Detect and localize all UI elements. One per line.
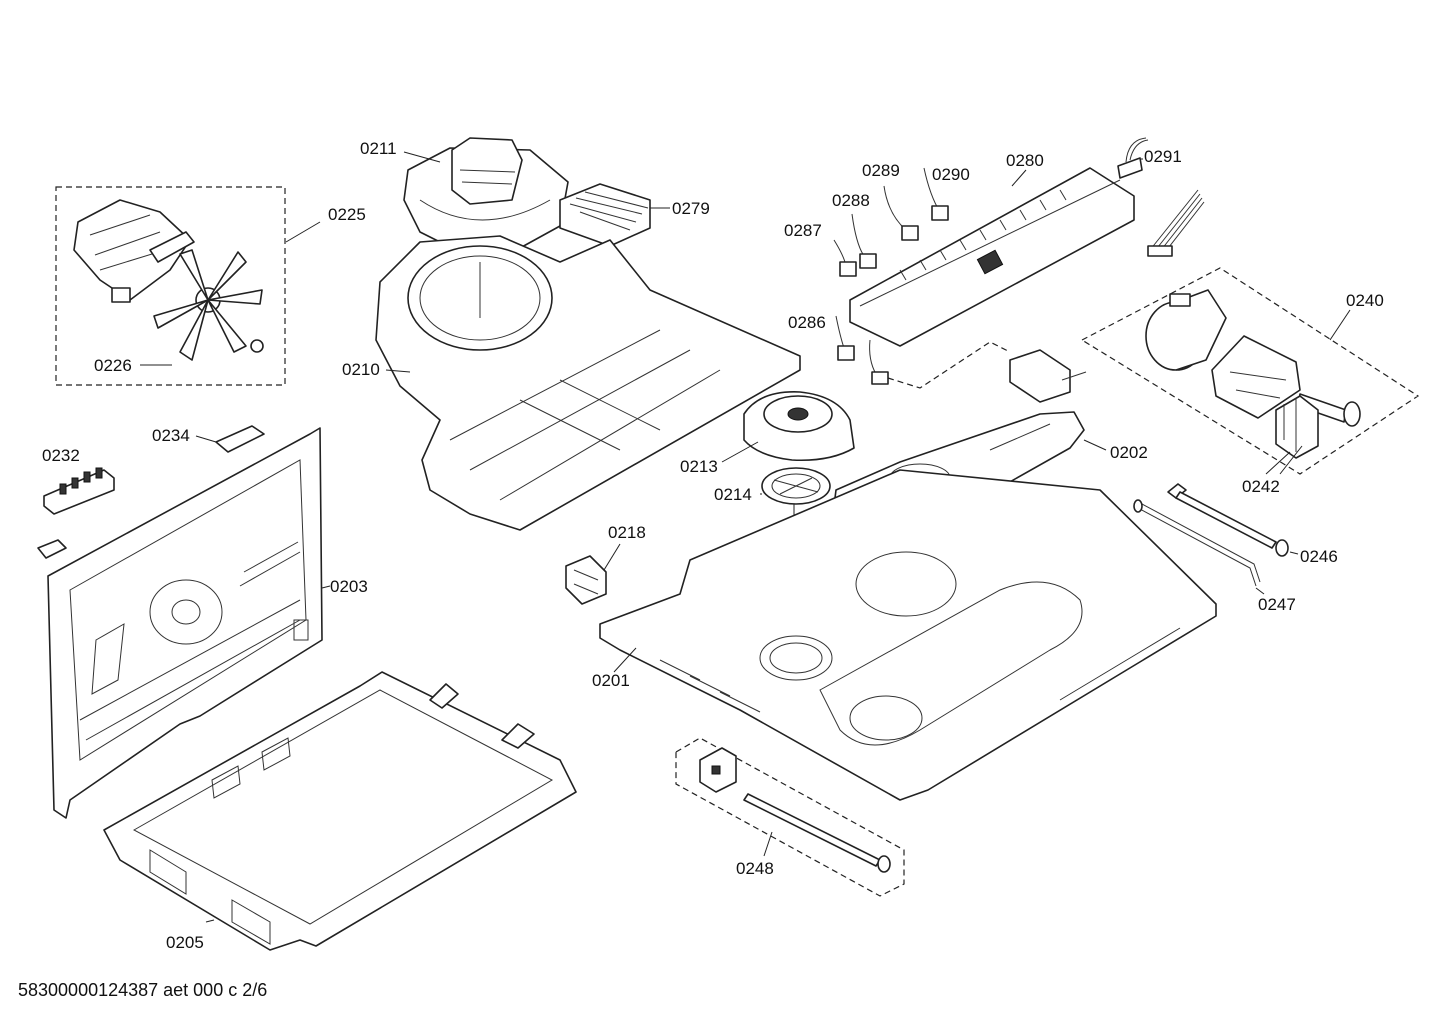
- fan-motor-assembly-group: [55, 186, 321, 386]
- back-panel-part[interactable]: [47, 427, 331, 819]
- sensor-rod-part[interactable]: [743, 793, 891, 873]
- base-plate-part[interactable]: [599, 469, 1217, 801]
- rod-0246-part[interactable]: [1167, 483, 1299, 557]
- wire-harness-part[interactable]: [1147, 189, 1205, 257]
- fan-motor-part[interactable]: [73, 199, 195, 303]
- thermostat-part[interactable]: [1211, 335, 1301, 419]
- terminal-strip-part[interactable]: [37, 467, 115, 559]
- label-0205: 0205: [166, 933, 204, 952]
- rod-0247-part[interactable]: [1133, 499, 1265, 595]
- label-0279: 0279: [672, 199, 710, 218]
- knob-shaft-part[interactable]: [1297, 393, 1361, 427]
- bottom-tray-part[interactable]: [103, 671, 577, 951]
- label-0240: 0240: [1346, 291, 1384, 310]
- label-0232: 0232: [42, 446, 80, 465]
- label-0202: 0202: [1110, 443, 1148, 462]
- sensor-bracket-group: [675, 737, 905, 897]
- label-0286: 0286: [788, 313, 826, 332]
- label-0289: 0289: [862, 161, 900, 180]
- clip-0234-part[interactable]: [195, 425, 265, 453]
- connector-0288-part[interactable]: [851, 213, 877, 269]
- harness-route-line: [887, 341, 1011, 389]
- label-0201: 0201: [592, 671, 630, 690]
- label-0242: 0242: [1242, 477, 1280, 496]
- connector-0290-part[interactable]: [923, 167, 949, 221]
- label-0211: 0211: [360, 139, 397, 158]
- label-0214: 0214: [714, 485, 752, 504]
- fan-wheel-housing-part[interactable]: [721, 391, 855, 463]
- air-duct-frame-part[interactable]: [375, 235, 801, 531]
- label-0210: 0210: [342, 360, 380, 379]
- sensor-bracket-part[interactable]: [699, 747, 737, 793]
- label-0225: 0225: [328, 205, 366, 224]
- label-0234: 0234: [152, 426, 190, 445]
- label-0226: 0226: [94, 356, 132, 375]
- switch-part[interactable]: [1009, 349, 1087, 403]
- connector-0289-part[interactable]: [883, 185, 919, 241]
- label-0280: 0280: [1006, 151, 1044, 170]
- label-0288: 0288: [832, 191, 870, 210]
- label-0287: 0287: [784, 221, 822, 240]
- label-0291: 0291: [1144, 147, 1182, 166]
- label-0247: 0247: [1258, 595, 1296, 614]
- relay-0242-part[interactable]: [1275, 395, 1319, 459]
- bracket-0218-part[interactable]: [565, 543, 621, 605]
- grille-block-part[interactable]: [559, 183, 670, 247]
- timer-part[interactable]: [1145, 289, 1227, 371]
- label-0246: 0246: [1300, 547, 1338, 566]
- label-0213: 0213: [680, 457, 718, 476]
- label-0248: 0248: [736, 859, 774, 878]
- label-0290: 0290: [932, 165, 970, 184]
- label-0218: 0218: [608, 523, 646, 542]
- label-0203: 0203: [330, 577, 368, 596]
- document-id: 58300000124387 aet 000 c 2/6: [18, 980, 268, 1000]
- connector-0287-part[interactable]: [833, 239, 857, 277]
- blower-housing-part[interactable]: [403, 137, 569, 253]
- fan-impeller-part[interactable]: [153, 249, 264, 361]
- connector-0291-part[interactable]: [1117, 137, 1149, 179]
- control-module-part[interactable]: [849, 167, 1135, 347]
- thermostat-assembly-group: [1080, 267, 1420, 475]
